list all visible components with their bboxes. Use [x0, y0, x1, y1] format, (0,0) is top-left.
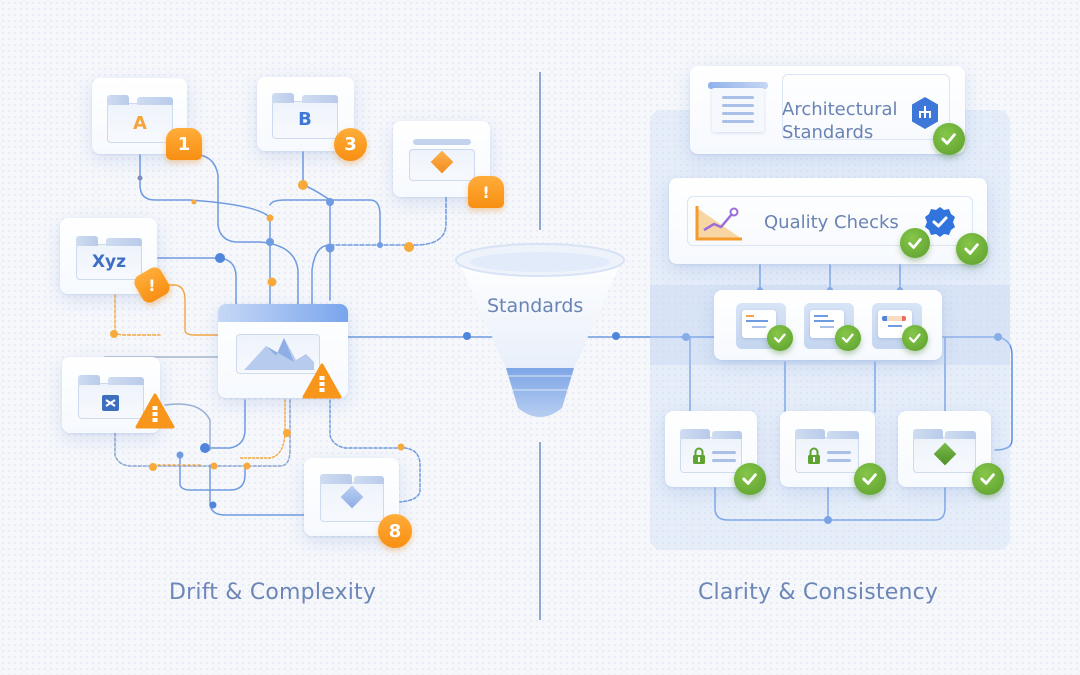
- connector-nodes: [110, 175, 1002, 524]
- node: [137, 175, 143, 181]
- lock-icon: [693, 447, 705, 464]
- folder-letter: Xyz: [91, 252, 127, 272]
- window-titlebar: [218, 304, 348, 322]
- folder-letter: A: [133, 113, 147, 134]
- locked-folder-card[interactable]: [780, 411, 875, 487]
- folder-icon: [795, 429, 859, 473]
- node: [191, 199, 197, 205]
- check-icon: [835, 325, 861, 351]
- verified-seal-icon: [923, 205, 957, 243]
- document-icon: [708, 82, 768, 136]
- center-divider-top: [539, 72, 541, 230]
- folder-icon: [913, 429, 976, 473]
- node: [210, 462, 218, 470]
- node: [298, 180, 308, 190]
- app-glyph-icon: [102, 395, 119, 411]
- node: [200, 443, 210, 453]
- folder-letter: B: [298, 109, 312, 130]
- check-icon: [900, 228, 930, 258]
- diamond-icon: [933, 442, 957, 466]
- folder-icon: B: [272, 93, 338, 139]
- diamond-icon: [430, 150, 454, 174]
- standards-funnel: [455, 243, 625, 417]
- folder-icon: [78, 375, 144, 419]
- check-icon: [933, 123, 965, 155]
- image-placeholder: [236, 334, 320, 374]
- node: [215, 253, 225, 263]
- check-icon: [956, 233, 988, 265]
- node: [326, 198, 334, 206]
- folder-icon: Xyz: [76, 236, 142, 280]
- window-frame: [409, 149, 475, 181]
- check-icon: [767, 325, 793, 351]
- node: [612, 332, 620, 340]
- issue-count-badge: 8: [378, 514, 412, 548]
- center-divider-bottom: [539, 442, 541, 620]
- node: [267, 277, 277, 287]
- lock-icon: [808, 447, 820, 464]
- architectural-standards-title: Architectural Standards: [782, 99, 898, 143]
- warning-icon: [135, 393, 175, 429]
- node: [266, 214, 274, 222]
- node: [243, 462, 251, 470]
- folder-icon: A: [107, 95, 173, 143]
- node: [176, 451, 184, 459]
- node: [149, 463, 157, 471]
- warning-icon: [302, 363, 342, 399]
- check-icon: [734, 463, 766, 495]
- left-section-heading: Drift & Complexity: [169, 580, 377, 605]
- architectural-standards-card[interactable]: Architectural Standards: [690, 66, 965, 154]
- node: [209, 501, 217, 509]
- folder-icon: [680, 429, 742, 473]
- node: [283, 429, 291, 437]
- issue-count-badge: 3: [334, 128, 367, 161]
- check-icon: [854, 463, 886, 495]
- node: [404, 242, 414, 252]
- node: [266, 238, 274, 246]
- issue-count-badge: 1: [166, 128, 202, 160]
- node: [397, 443, 405, 451]
- alert-badge: !: [468, 176, 504, 208]
- node: [994, 333, 1002, 341]
- node: [463, 332, 471, 340]
- node: [377, 242, 383, 248]
- diamond-icon: [340, 485, 364, 509]
- folder-icon: [320, 474, 384, 522]
- document-checks-card[interactable]: [714, 290, 942, 360]
- quality-checks-card[interactable]: Quality Checks: [669, 178, 987, 264]
- node: [110, 330, 118, 338]
- architecture-hexagon-icon: [910, 96, 940, 134]
- node: [682, 333, 690, 341]
- check-icon: [902, 325, 928, 351]
- check-icon: [972, 463, 1004, 495]
- node: [824, 516, 832, 524]
- folder-card-xyz[interactable]: Xyz: [60, 218, 157, 294]
- node: [325, 243, 335, 253]
- quality-chart-icon: [694, 204, 746, 246]
- mountain-icon: [244, 338, 314, 370]
- funnel-label: Standards: [487, 295, 584, 317]
- locked-folder-card[interactable]: [665, 411, 757, 487]
- quality-checks-label: Quality Checks: [764, 212, 899, 233]
- right-section-heading: Clarity & Consistency: [698, 580, 939, 605]
